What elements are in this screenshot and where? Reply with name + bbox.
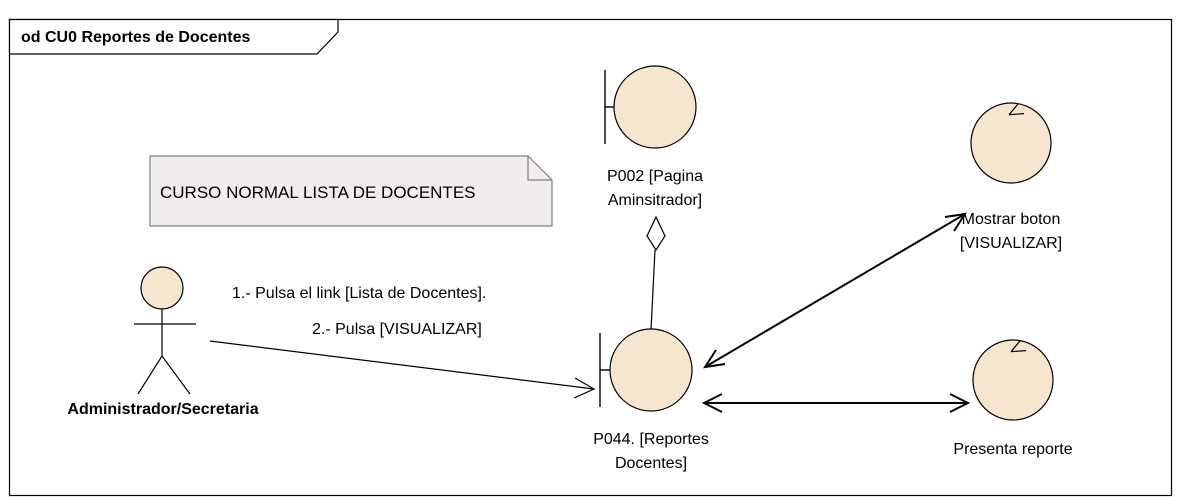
boundary-p044[interactable]: P044. [Reportes Docentes] — [593, 328, 709, 472]
control-arrow-icon — [1008, 102, 1025, 116]
message-label-1: 1.- Pulsa el link [Lista de Docentes]. — [232, 285, 486, 302]
actor-name: Administrador/Secretaria — [67, 401, 258, 418]
diagram-frame — [8, 18, 1173, 497]
control-mostrar-boton-label-line-1: Mostrar boton — [962, 211, 1061, 228]
boundary-p044-label-line-1: P044. [Reportes — [593, 431, 709, 448]
connector-p044-presenta-reporte[interactable] — [701, 393, 971, 413]
actor[interactable]: Administrador/Secretaria — [67, 266, 259, 418]
note-body — [149, 155, 553, 227]
boundary-p044-label-line-2: Docentes] — [615, 455, 687, 472]
boundary-p002[interactable]: P002 [Pagina Aminsitrador] — [604, 65, 703, 209]
actor-head — [140, 266, 184, 310]
control-mostrar-boton[interactable]: Mostrar boton [VISUALIZAR] — [960, 102, 1062, 252]
control-presenta-reporte[interactable]: Presenta reporte — [953, 339, 1073, 458]
arrowhead-end — [944, 212, 968, 232]
arrowhead — [573, 377, 596, 399]
control-mostrar-boton-label-line-2: [VISUALIZAR] — [960, 235, 1062, 252]
actor-left-leg — [137, 355, 163, 395]
control-presenta-reporte-label: Presenta reporte — [953, 441, 1072, 458]
note-fold — [527, 156, 552, 181]
control-presenta-reporte-circle — [972, 339, 1054, 421]
boundary-p002-label-line-2: Aminsitrador] — [608, 192, 702, 209]
connector-p002-p044[interactable] — [646, 215, 666, 331]
aggregation-diamond — [646, 215, 666, 252]
boundary-p002-label-line-1: P002 [Pagina — [607, 168, 703, 185]
message-label-2: 2.- Pulsa [VISUALIZAR] — [312, 321, 482, 338]
note[interactable]: CURSO NORMAL LISTA DE DOCENTES — [149, 155, 553, 227]
actor-right-leg — [161, 355, 191, 395]
boundary-p044-circle — [609, 328, 693, 412]
arrowhead-start — [701, 393, 723, 413]
arrowhead-start — [702, 349, 726, 369]
note-text: CURSO NORMAL LISTA DE DOCENTES — [160, 183, 476, 202]
frame-title-tab — [8, 18, 339, 55]
connector-p044-mostrar-boton[interactable] — [702, 212, 968, 369]
arrowhead-end — [949, 393, 971, 413]
control-mostrar-boton-circle — [970, 102, 1052, 184]
frame-title: od CU0 Reportes de Docentes — [21, 29, 250, 46]
boundary-p002-circle — [613, 65, 697, 149]
connector-actor-to-p044[interactable] — [209, 340, 596, 399]
control-arrow-icon — [1010, 339, 1027, 353]
